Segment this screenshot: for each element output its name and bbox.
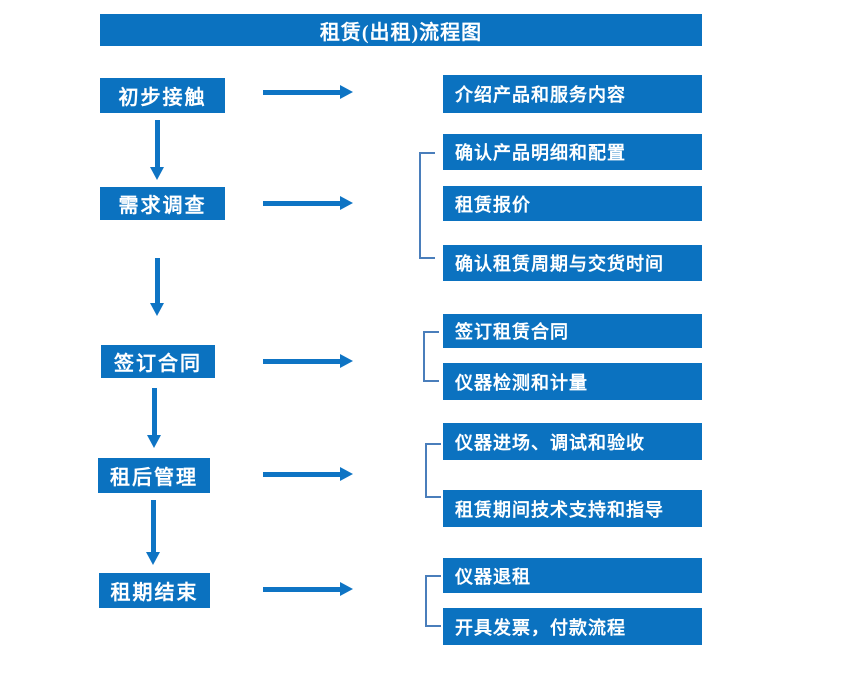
detail-box-confirm-details: 确认产品明细和配置 [443, 134, 702, 170]
group-bracket-post-rental-mgmt [425, 443, 441, 498]
step-box-sign-contract: 签订合同 [101, 345, 215, 378]
arrow-down-icon [150, 120, 164, 180]
arrow-down-icon [146, 500, 160, 565]
group-bracket-sign-contract [423, 331, 439, 382]
arrow-right-icon [263, 85, 353, 99]
detail-box-instrument-testing: 仪器检测和计量 [443, 363, 702, 400]
arrow-right-icon [263, 467, 353, 481]
arrow-down-icon [150, 258, 164, 316]
arrow-right-icon [263, 196, 353, 210]
detail-box-instrument-entry: 仪器进场、调试和验收 [443, 423, 702, 460]
detail-box-tech-support: 租赁期间技术支持和指导 [443, 490, 702, 527]
step-box-post-rental-mgmt: 租后管理 [98, 458, 210, 493]
group-bracket-lease-end [425, 575, 441, 627]
detail-box-instrument-return: 仪器退租 [443, 558, 702, 593]
detail-box-sign-rental-contract: 签订租赁合同 [443, 314, 702, 348]
step-box-demand-survey: 需求调查 [100, 187, 225, 220]
step-box-lease-end: 租期结束 [99, 573, 210, 608]
detail-box-invoice-payment: 开具发票，付款流程 [443, 608, 702, 645]
arrow-right-icon [263, 582, 353, 596]
diagram-title: 租赁(出租)流程图 [100, 14, 702, 46]
detail-box-rental-quote: 租赁报价 [443, 186, 702, 221]
arrow-right-icon [263, 354, 353, 368]
detail-box-confirm-period: 确认租赁周期与交货时间 [443, 245, 702, 281]
step-box-initial-contact: 初步接触 [100, 78, 225, 113]
arrow-down-icon [147, 388, 161, 448]
detail-box-introduce-products: 介绍产品和服务内容 [443, 75, 702, 113]
group-bracket-demand-survey [419, 152, 435, 259]
